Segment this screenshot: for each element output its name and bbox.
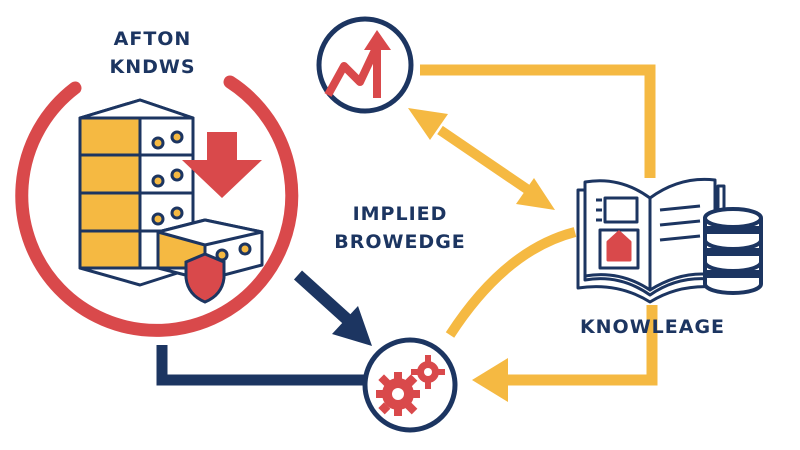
server-box-icon: [156, 218, 264, 282]
source-title-line-2: KNDWS: [109, 56, 196, 78]
open-book-icon: [576, 177, 726, 304]
knowledge-title: KNOWLEAGE: [579, 316, 726, 338]
arrow-to-gears: [293, 270, 372, 346]
gears-circle: [362, 337, 458, 433]
arrow-knowledge-to-gears: [472, 305, 658, 402]
middle-title-line-1: IMPLIED: [352, 203, 448, 225]
trend-up-arrow-icon: [324, 30, 391, 98]
shield-icon: [184, 252, 226, 304]
gears-icon: [376, 355, 445, 416]
trend-circle: [316, 16, 414, 114]
source-title-line-1: AFTON: [113, 28, 192, 50]
connector-ring-to-gears: [156, 345, 365, 386]
database-icon: [703, 207, 763, 295]
double-arrow: [408, 108, 555, 210]
connector-top-to-knowledge: [420, 64, 656, 178]
source-ring: [15, 75, 299, 337]
middle-title: IMPLIED BROWEDGE: [320, 200, 480, 256]
connector-gears-to-book: [445, 227, 577, 338]
source-title: AFTON KNDWS: [95, 25, 210, 81]
middle-title-line-2: BROWEDGE: [334, 231, 466, 253]
download-arrow-icon: [182, 132, 262, 198]
